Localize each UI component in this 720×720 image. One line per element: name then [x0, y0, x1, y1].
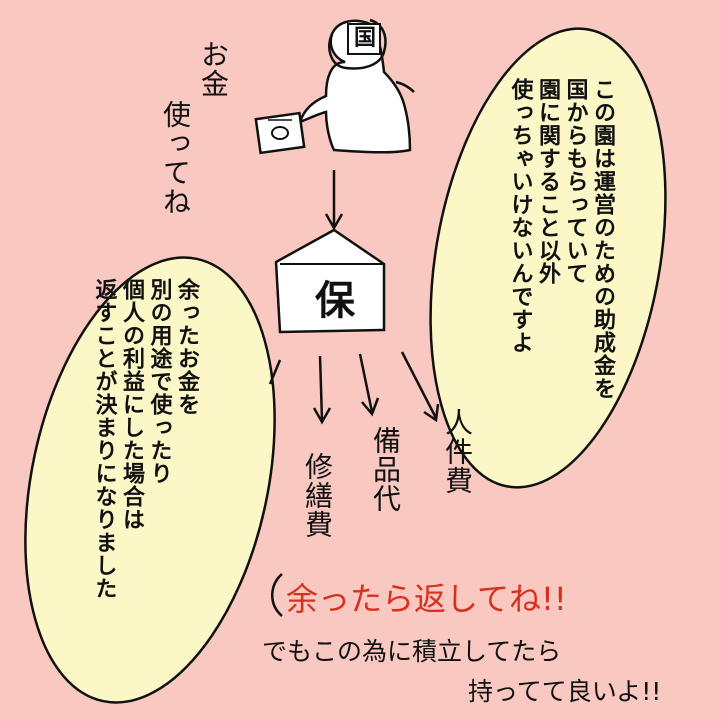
- arrow-to-equipment: [358, 353, 380, 417]
- right-bubble-text: この園は運営のための助成金を 国からもらっていて 園に関すること以外 使っちゃい…: [506, 78, 616, 478]
- government-character: [297, 19, 412, 154]
- right-bubble-line: 使っちゃいけないんですよ: [507, 78, 533, 354]
- reserve-note-line2: 持ってて良いよ!!: [468, 677, 662, 706]
- right-speech-bubble: [429, 27, 667, 489]
- right-bubble-line: この園は運営のための助成金を: [590, 78, 615, 400]
- left-bubble-line: 個人の利益にした場合は: [119, 278, 144, 531]
- left-bubble-text: 余ったお金を 別の用途で使ったり 個人の利益にした場合は 返すことが決まりになり…: [90, 278, 200, 678]
- return-surplus-text: 余ったら返してね!!: [286, 580, 567, 618]
- government-kanji: 国: [353, 26, 376, 51]
- nursery-kanji: 保: [315, 278, 355, 324]
- caption-use-it: 使ってね: [159, 100, 192, 216]
- arrow-to-personnel: [400, 351, 440, 423]
- right-bubble-line: 国からもらっていて: [562, 78, 588, 285]
- arrow-down: [324, 170, 344, 231]
- label-personnel-cost: 人件費: [441, 408, 474, 495]
- arrow-to-left: [268, 359, 282, 385]
- curved-arrow-icon: [271, 573, 283, 617]
- label-repair-cost: 修繕費: [301, 452, 334, 539]
- left-speech-bubble: [24, 256, 276, 704]
- reserve-note-line1: でもこの為に積立してたら: [262, 637, 562, 666]
- arrow-to-repair: [312, 355, 332, 425]
- government-badge: [347, 23, 381, 55]
- left-bubble-line: 返すことが決まりになりました: [91, 278, 117, 600]
- caption-money: お金: [197, 40, 230, 98]
- left-bubble-line: 余ったお金を: [174, 278, 199, 416]
- label-equipment-cost: 備品代: [369, 426, 402, 513]
- left-bubble-line: 別の用途で使ったり: [146, 278, 172, 485]
- money-bill-icon: [254, 111, 306, 155]
- right-bubble-line: 園に関すること以外: [535, 78, 560, 285]
- nursery-building: [274, 228, 386, 334]
